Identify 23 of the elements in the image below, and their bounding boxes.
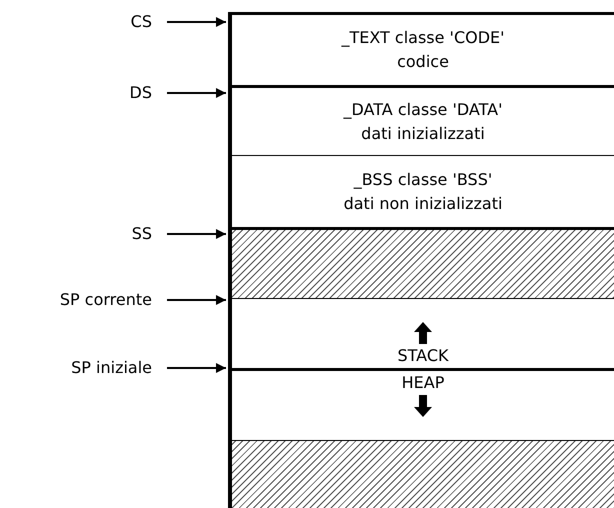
register-label: SP corrente [60, 290, 152, 310]
register-label: DS [130, 83, 152, 103]
segment-description: codice [397, 51, 449, 73]
stack-segment [228, 298, 614, 368]
register-label: CS [130, 12, 152, 32]
memory-segment [228, 85, 614, 155]
segment-name: _TEXT classe 'CODE' [341, 27, 505, 49]
free-memory-area [228, 227, 614, 298]
memory-segment [228, 12, 614, 85]
arrow [167, 363, 226, 373]
register-label: SS [132, 224, 152, 244]
segment-description: dati inizializzati [361, 122, 485, 144]
segment-name: STACK [397, 345, 448, 367]
free-memory-area [228, 440, 614, 508]
segment-name: HEAP [402, 372, 444, 394]
arrow [167, 295, 226, 305]
segment-name: _DATA classe 'DATA' [344, 98, 502, 121]
register-label: SP iniziale [71, 358, 152, 378]
arrow [167, 88, 226, 98]
arrow [167, 229, 226, 239]
segment-name: _BSS classe 'BSS' [354, 168, 492, 191]
segment-description: dati non inizializzati [344, 192, 502, 214]
arrow [167, 17, 226, 27]
